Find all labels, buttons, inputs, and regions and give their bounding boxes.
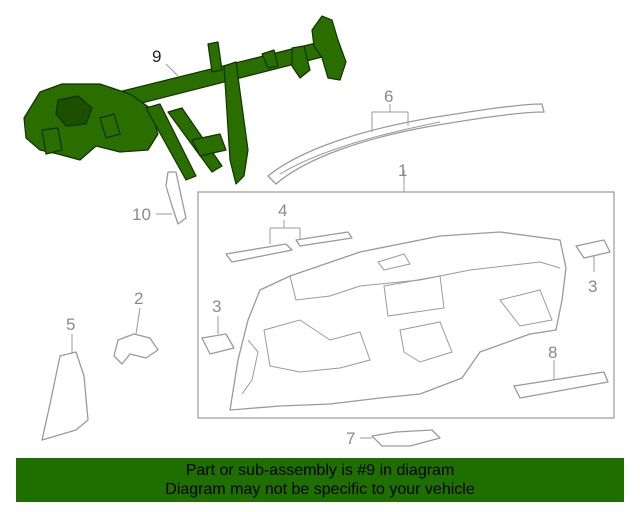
callout-10: 10 xyxy=(132,205,151,224)
bracket-part-7[interactable] xyxy=(371,429,441,447)
bracket-part-2[interactable] xyxy=(113,333,159,365)
callout-6: 6 xyxy=(384,87,393,106)
defroster-vents-part-4[interactable] xyxy=(225,231,353,263)
assembly-frame-part-1 xyxy=(197,191,615,419)
side-cover-part-5[interactable] xyxy=(41,351,89,441)
callout-5: 5 xyxy=(66,315,75,334)
side-vent-right-part-3[interactable] xyxy=(575,239,611,259)
callout-2: 2 xyxy=(134,289,143,308)
callout-7: 7 xyxy=(346,429,355,448)
banner-line-2: Diagram may not be specific to your vehi… xyxy=(165,481,475,498)
support-bar-part-8[interactable] xyxy=(513,371,609,399)
banner-line-1: Part or sub-assembly is #9 in diagram xyxy=(185,462,455,479)
callout-8: 8 xyxy=(548,343,557,362)
leader-lines xyxy=(71,63,595,439)
callout-3-right: 3 xyxy=(588,277,597,296)
parts-diagram: 9 6 1 10 4 3 3 2 5 8 7 xyxy=(23,15,615,448)
callout-4: 4 xyxy=(278,201,287,220)
callout-1: 1 xyxy=(398,161,407,180)
callout-3-left: 3 xyxy=(212,297,221,316)
callout-9: 9 xyxy=(152,47,161,66)
instrument-panel-part-1[interactable] xyxy=(229,231,567,411)
info-banner: Part or sub-assembly is #9 in diagram Di… xyxy=(16,458,624,502)
top-panel-strip-part-6[interactable] xyxy=(267,103,545,185)
reinforcement-beam-part-9[interactable] xyxy=(23,15,347,185)
side-vent-left-part-3[interactable] xyxy=(201,333,235,355)
bracket-part-10[interactable] xyxy=(165,171,187,225)
